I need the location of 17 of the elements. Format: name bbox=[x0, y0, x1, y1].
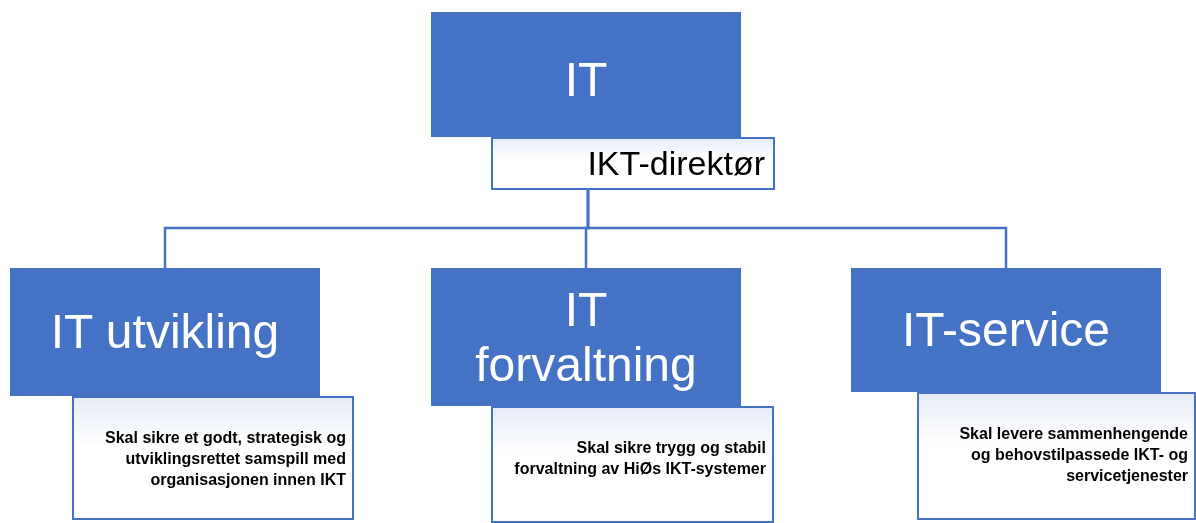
department-name: IT bbox=[564, 52, 608, 108]
description-text: Skal sikre trygg og stabil forvaltning av HiØs IKT-systemer bbox=[513, 438, 766, 479]
description-box bbox=[72, 396, 354, 520]
department-box bbox=[431, 12, 741, 137]
description-box bbox=[917, 392, 1196, 520]
department-box bbox=[431, 268, 741, 406]
department-box bbox=[851, 268, 1161, 392]
department-name: IT forvaltning bbox=[474, 281, 698, 393]
description-text: Skal sikre et godt, strategisk og utviklingsrettet samspill med organisasjonen innen IKT bbox=[104, 428, 346, 490]
title-box bbox=[491, 137, 775, 190]
department-name: IT utvikling bbox=[50, 304, 280, 360]
department-box bbox=[10, 268, 320, 396]
description-text: Skal levere sammenhengende og behovstilpassede IKT- og servicetjenester bbox=[958, 424, 1188, 486]
description-box bbox=[491, 406, 774, 523]
role-title: IKT-direktør bbox=[587, 144, 765, 183]
connector-line bbox=[586, 190, 1008, 268]
department-name: IT-service bbox=[902, 302, 1110, 358]
